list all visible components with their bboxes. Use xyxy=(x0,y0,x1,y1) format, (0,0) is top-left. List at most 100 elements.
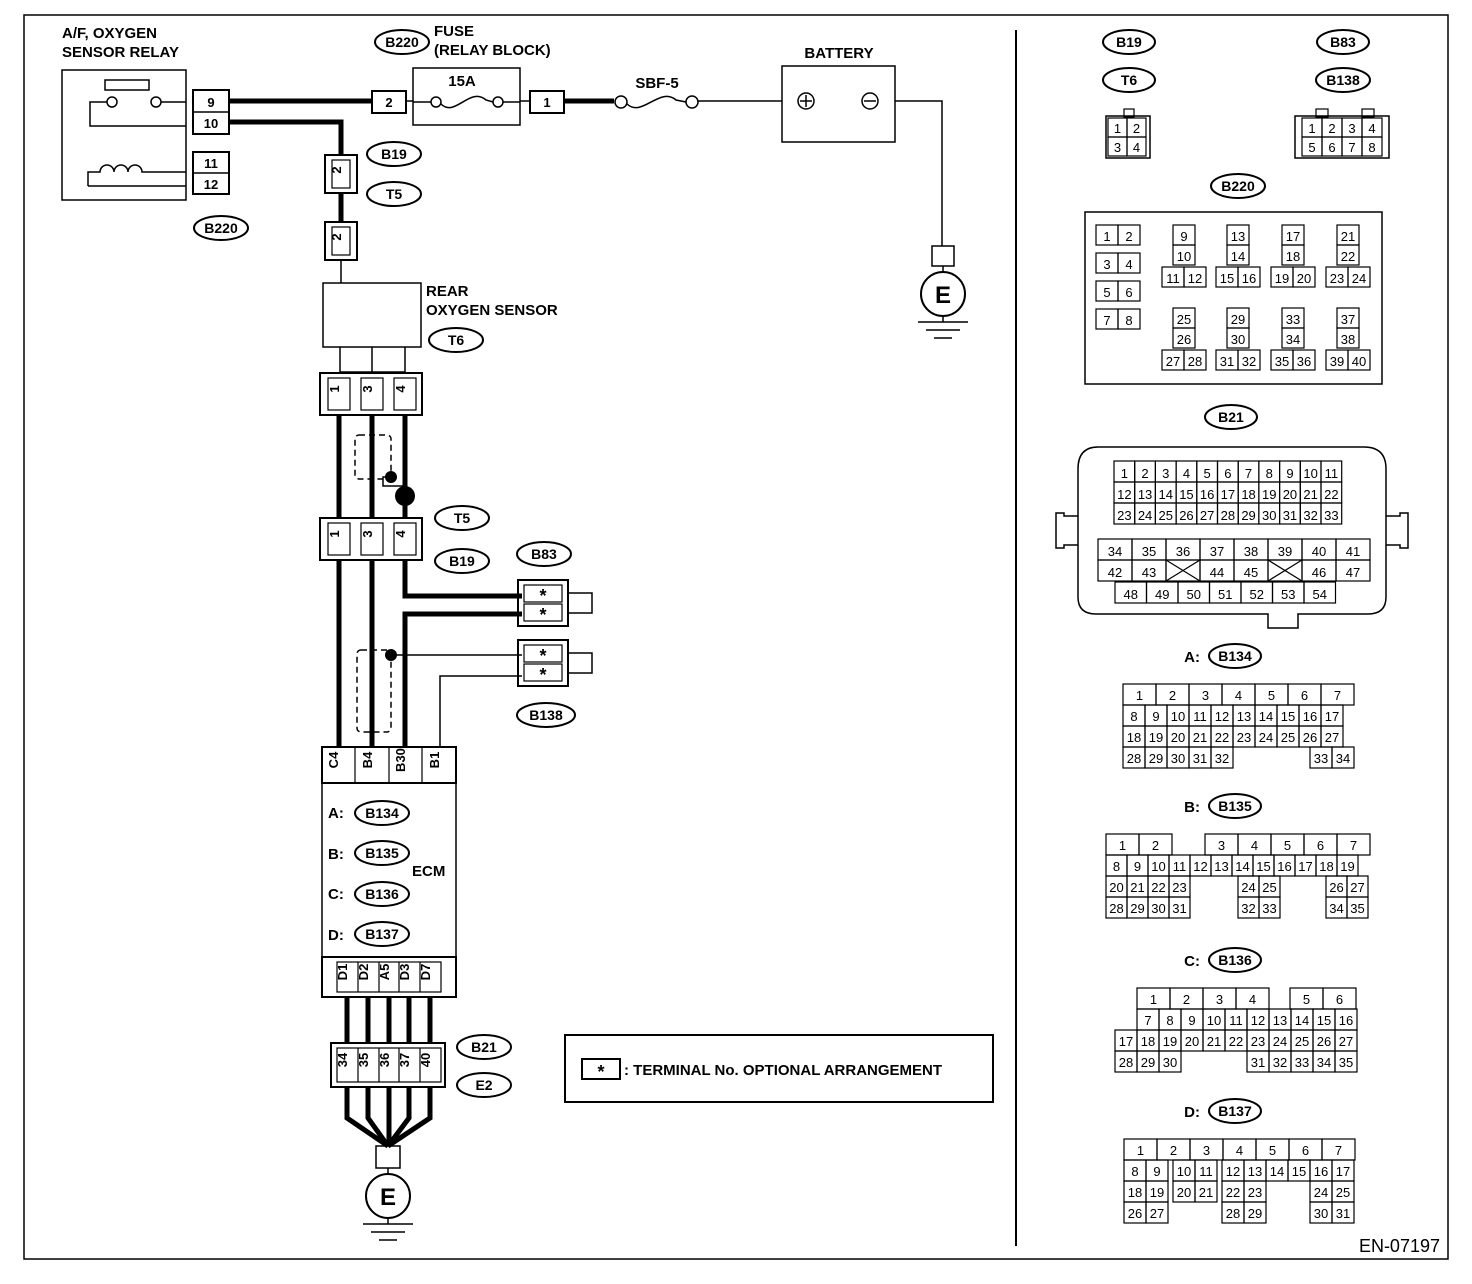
rp-b220-left-r3-cell-8 xyxy=(1117,308,1141,330)
rp-b21-r0-pin-10: 10 xyxy=(1303,466,1317,481)
rp-b137-pin-26: 26 xyxy=(1128,1206,1142,1221)
legend-text: : TERMINAL No. OPTIONAL ARRANGEMENT xyxy=(624,1062,942,1079)
rp-b21-r1-pin-12: 12 xyxy=(1117,487,1131,502)
rp-b21-r5-pin-53: 53 xyxy=(1281,587,1295,602)
rp-b21-r1-pin-16: 16 xyxy=(1200,487,1214,502)
rp-b135-pin-10: 10 xyxy=(1151,859,1165,874)
rp-b135-pin-7: 7 xyxy=(1350,838,1357,853)
rp-b137-pin-19: 19 xyxy=(1150,1185,1164,1200)
t5-oval xyxy=(366,181,422,207)
rp-b21-r3-pin-37: 37 xyxy=(1210,544,1224,559)
rp-b21-r5-cell-54 xyxy=(1303,581,1337,604)
rp-b137-cell-29 xyxy=(1243,1201,1267,1224)
rp-b137-pin-30: 30 xyxy=(1314,1206,1328,1221)
rp-b220-g6-b xyxy=(1281,327,1305,349)
rp-b220-g5-b xyxy=(1226,327,1250,349)
rp-b21-r2-pin-31: 31 xyxy=(1283,508,1297,523)
ecm-label: ECM xyxy=(412,863,445,880)
fuse-link-right xyxy=(492,96,504,108)
rp-b135-pin-28: 28 xyxy=(1109,901,1123,916)
ecm-a-id: B134 xyxy=(365,805,399,821)
rp-b21-r5-pin-51: 51 xyxy=(1218,587,1232,602)
rp-b135-pin-32: 32 xyxy=(1241,901,1255,916)
rp-b21-r0-pin-11: 11 xyxy=(1325,466,1339,481)
ecm-c-id: B136 xyxy=(365,886,399,902)
rp-b220-id: B220 xyxy=(1221,178,1255,194)
circuit-schematic: A/F, OXYGEN SENSOR RELAY 9 10 11 12 B220… xyxy=(61,23,994,1241)
fuse-rating: 15A xyxy=(448,73,476,90)
legend-box xyxy=(564,1034,994,1103)
rp-b21-r2-pin-27: 27 xyxy=(1200,508,1214,523)
rp-b220-g3-b xyxy=(1336,244,1360,266)
t5-connector xyxy=(319,517,423,561)
b21-pin-35: 35 xyxy=(356,1053,371,1067)
rp-b134-oval xyxy=(1208,643,1262,669)
rp-b220-left-r1-pin-4: 4 xyxy=(1125,257,1132,272)
rp-b136-pin-16: 16 xyxy=(1339,1013,1353,1028)
rp-b21-r0-pin-6: 6 xyxy=(1224,466,1231,481)
fuse-left-terminal xyxy=(371,90,407,114)
battery-body xyxy=(781,65,896,143)
rp-b220-pin-9: 9 xyxy=(1180,229,1187,244)
rp-b220-pin-32: 32 xyxy=(1242,354,1256,369)
rp-b220-g0-d xyxy=(1183,266,1207,288)
b83-pin-1: * xyxy=(539,586,546,606)
fuse-link-left xyxy=(430,96,442,108)
rp-b136-pin-11: 11 xyxy=(1229,1013,1243,1028)
rp-b21-r3-pin-39: 39 xyxy=(1278,544,1292,559)
ecm-pin-b30: B30 xyxy=(393,748,408,772)
rp-b135-oval xyxy=(1208,793,1262,819)
rp-b136-pin-26: 26 xyxy=(1317,1034,1331,1049)
rp-b135-pin-23: 23 xyxy=(1172,880,1186,895)
rp-b134-pin-24: 24 xyxy=(1259,730,1273,745)
rp-b134-pin-34: 34 xyxy=(1336,751,1350,766)
rp-b135-pin-1: 1 xyxy=(1119,838,1126,853)
rp-b136-pin-10: 10 xyxy=(1207,1013,1221,1028)
b19-id: B19 xyxy=(381,146,407,162)
rp-b137-pin-25: 25 xyxy=(1336,1185,1350,1200)
rp-b135-pin-29: 29 xyxy=(1130,901,1144,916)
ecm-d-oval xyxy=(354,921,410,947)
rp-conn8-outline xyxy=(1294,115,1390,159)
fuse-link-icon xyxy=(440,95,494,109)
rp-conn8-r1-pin-6: 6 xyxy=(1328,140,1335,155)
rp-b21-blank-x-5 xyxy=(1267,559,1303,582)
rp-b134-pin-9: 9 xyxy=(1152,709,1159,724)
rp-b21-ear-right xyxy=(1386,512,1409,549)
rp-b137-pin-5: 5 xyxy=(1269,1143,1276,1158)
rp-b21-r2-pin-23: 23 xyxy=(1117,508,1131,523)
rp-b134-pin-28: 28 xyxy=(1127,751,1141,766)
rp-b21-r5-pin-54: 54 xyxy=(1313,587,1327,602)
fuse-connector-oval xyxy=(374,29,430,55)
rp-conn8-r0-pin-2: 2 xyxy=(1328,121,1335,136)
rp-b220-oval xyxy=(1210,173,1266,199)
rp-b135-prefix: B: xyxy=(1184,799,1200,816)
rp-b137-pin-4: 4 xyxy=(1236,1143,1243,1158)
t6-pin-3-box xyxy=(360,377,384,411)
rp-b83-id: B83 xyxy=(1330,34,1356,50)
splice-pin4 xyxy=(395,486,415,506)
relay-contact-wiring xyxy=(89,101,186,127)
b19-oval-lower xyxy=(434,548,490,574)
rp-b220-g1-d xyxy=(1237,266,1261,288)
t5-pin-4: 4 xyxy=(393,530,408,538)
b138-pin-1: * xyxy=(539,646,546,666)
rp-b136-pin-8: 8 xyxy=(1166,1013,1173,1028)
relay-contact-right xyxy=(150,96,162,108)
rp-b136-pin-2: 2 xyxy=(1183,992,1190,1007)
rp-b134-pin-6: 6 xyxy=(1301,688,1308,703)
rp-b21-r3-pin-38: 38 xyxy=(1244,544,1258,559)
b19-t5-top-pin: 2 xyxy=(329,166,344,173)
rp-b220-g4-d xyxy=(1183,349,1207,371)
rp-b21-r0-pin-7: 7 xyxy=(1245,466,1252,481)
rp-b21-r1-pin-18: 18 xyxy=(1241,487,1255,502)
rp-b135-id: B135 xyxy=(1218,798,1252,814)
ecm-ground-label: E xyxy=(380,1184,396,1211)
rp-b135-pin-4: 4 xyxy=(1251,838,1258,853)
ecm-pin-a5: A5 xyxy=(377,964,392,981)
fuse-pin-1: 1 xyxy=(543,95,550,110)
rp-conn8-r0-pin-4: 4 xyxy=(1368,121,1375,136)
rp-b134-pin-25: 25 xyxy=(1281,730,1295,745)
rp-b220-pin-35: 35 xyxy=(1275,354,1289,369)
rp-b137-pin-8: 8 xyxy=(1131,1164,1138,1179)
